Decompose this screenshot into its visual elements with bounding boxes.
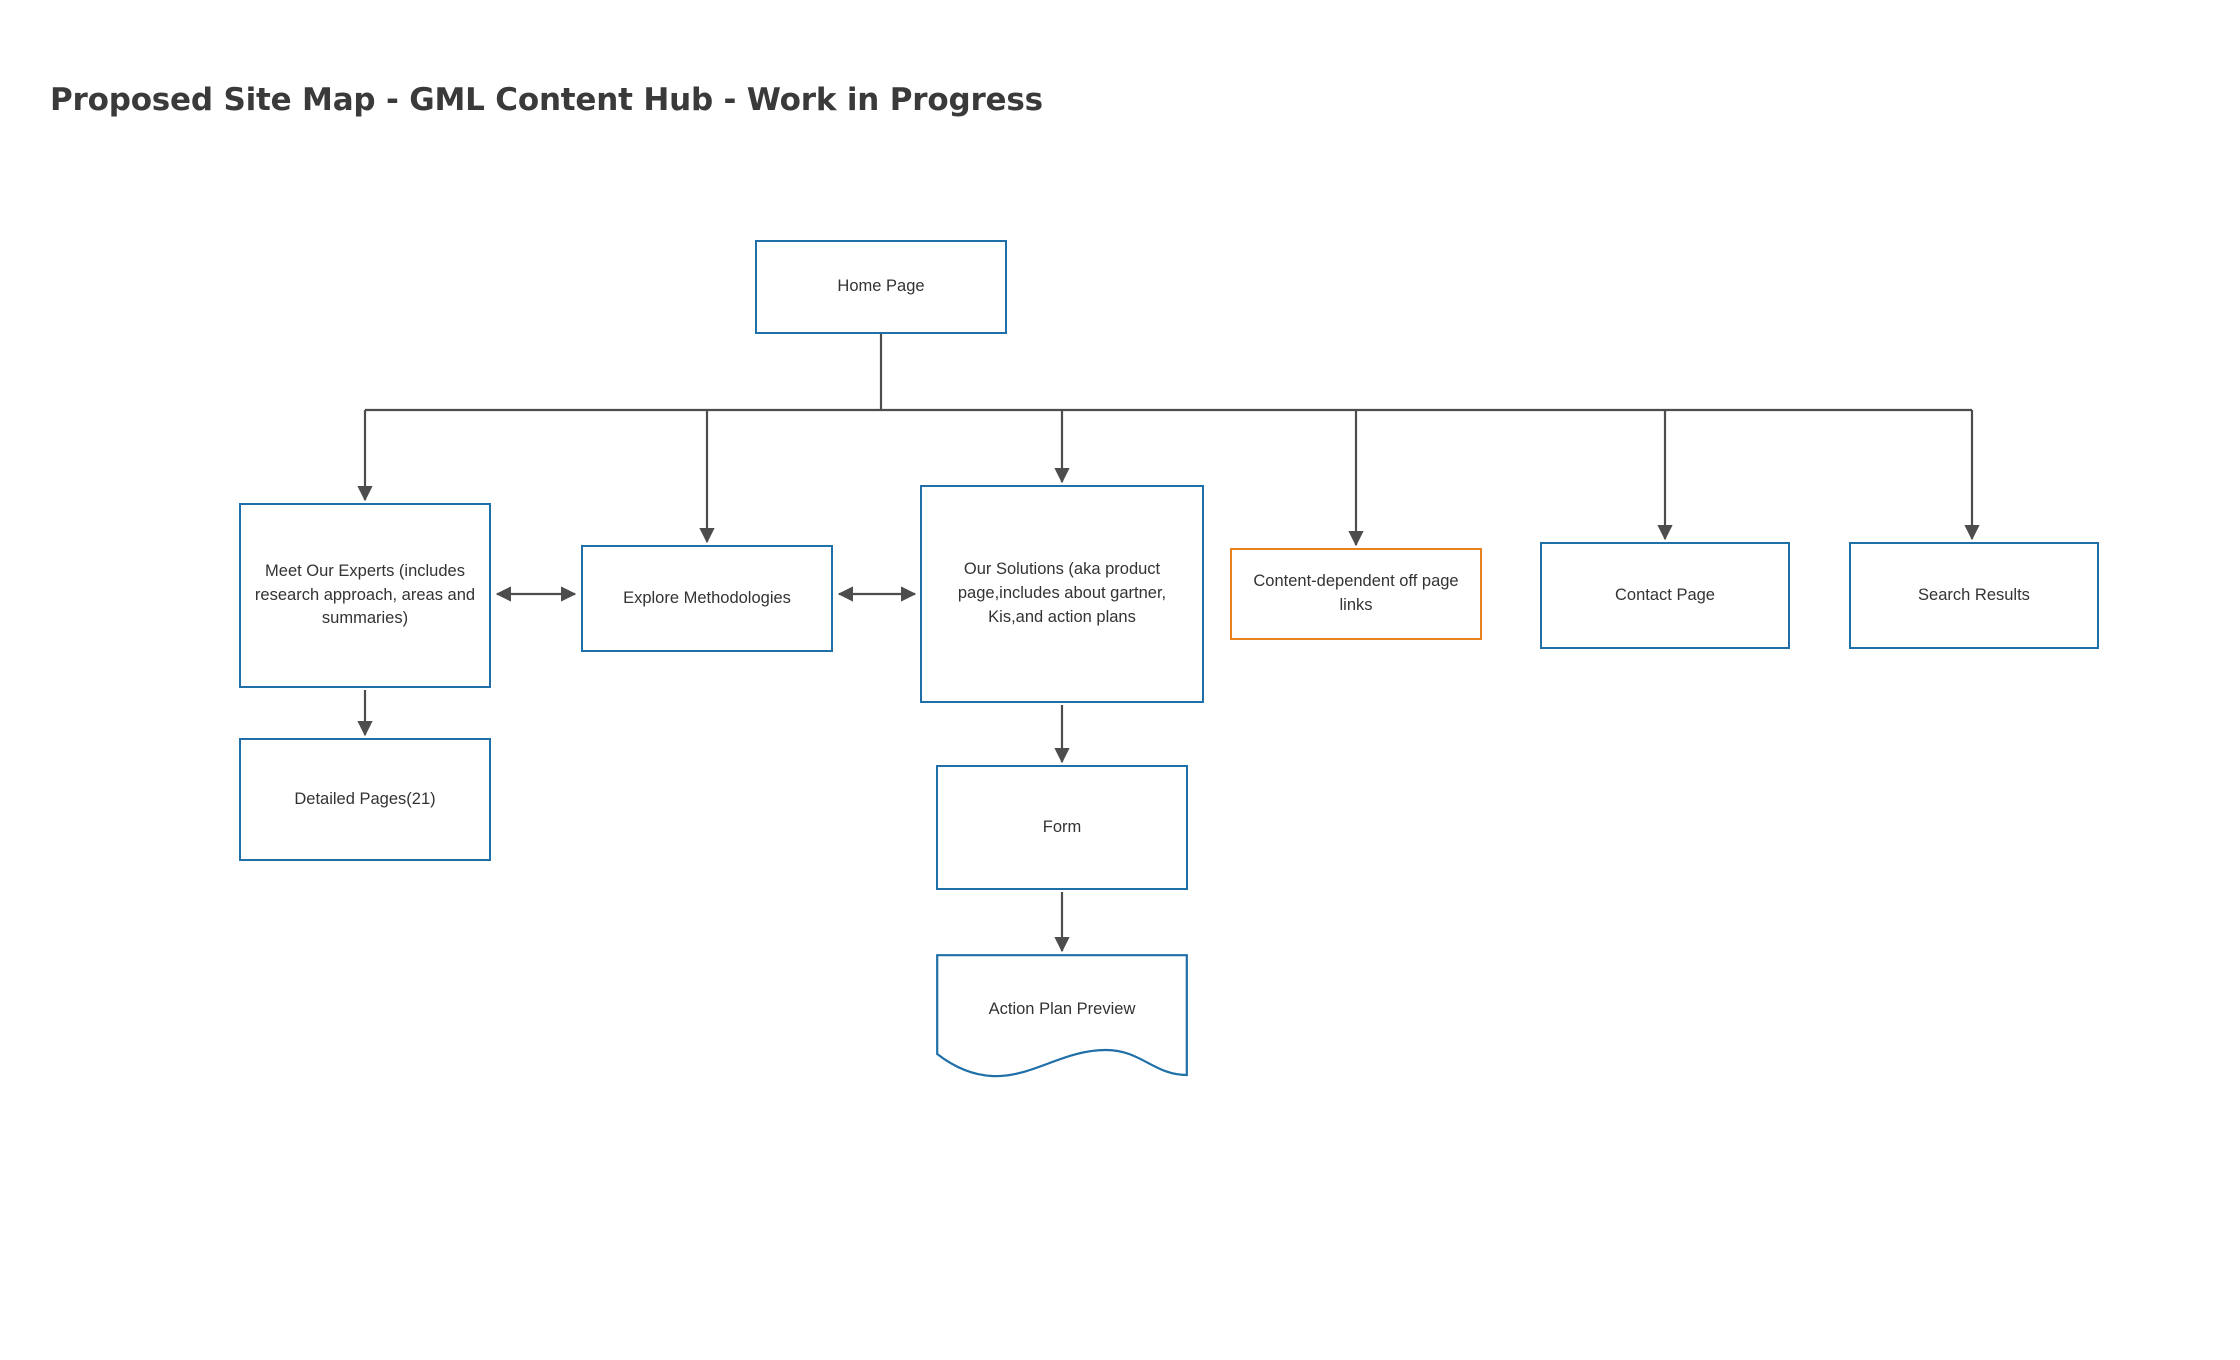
- node-explore-methodologies-label: Explore Methodologies: [623, 588, 791, 607]
- node-content-dependent-off-page-links-label: Content-dependent off page links: [1253, 572, 1459, 614]
- node-meet-our-experts[interactable]: Meet Our Experts (includes research appr…: [239, 503, 491, 688]
- node-our-solutions-label: Our Solutions (aka product page,includes…: [957, 560, 1167, 626]
- node-form-label: Form: [1042, 817, 1082, 836]
- node-action-plan-preview[interactable]: Action Plan Preview: [936, 954, 1188, 1084]
- node-meet-our-experts-label: Meet Our Experts (includes research appr…: [254, 561, 476, 628]
- node-action-plan-preview-label: Action Plan Preview: [988, 1000, 1136, 1018]
- node-contact-page-label: Contact Page: [1615, 585, 1715, 604]
- node-detailed-pages[interactable]: Detailed Pages(21): [239, 738, 491, 861]
- node-home-page[interactable]: Home Page: [755, 240, 1007, 334]
- node-our-solutions[interactable]: Our Solutions (aka product page,includes…: [920, 485, 1204, 703]
- node-home-page-label: Home Page: [837, 277, 925, 296]
- node-explore-methodologies[interactable]: Explore Methodologies: [581, 545, 833, 652]
- node-contact-page[interactable]: Contact Page: [1540, 542, 1790, 649]
- node-form[interactable]: Form: [936, 765, 1188, 890]
- page-title: Proposed Site Map - GML Content Hub - Wo…: [50, 82, 1043, 118]
- node-content-dependent-off-page-links[interactable]: Content-dependent off page links: [1230, 548, 1482, 640]
- document-shape-icon: [936, 954, 1188, 1078]
- node-detailed-pages-label: Detailed Pages(21): [294, 789, 436, 808]
- node-search-results[interactable]: Search Results: [1849, 542, 2099, 649]
- node-search-results-label: Search Results: [1918, 585, 2030, 604]
